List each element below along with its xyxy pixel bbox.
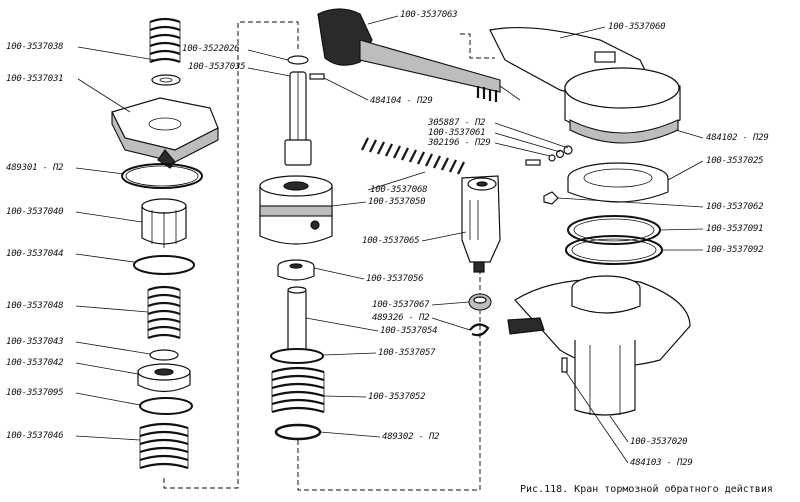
label-part-062: 100-3537062 bbox=[706, 202, 764, 212]
label-part-042: 100-3537042 bbox=[6, 358, 64, 368]
label-part-044: 100-3537044 bbox=[6, 249, 64, 259]
label-part-091: 100-3537091 bbox=[706, 224, 764, 234]
ring-044 bbox=[133, 255, 195, 275]
label-part-048: 100-3537048 bbox=[6, 301, 64, 311]
assembly-line-left bbox=[163, 21, 299, 489]
ring-489301 bbox=[121, 163, 203, 189]
pin-484103 bbox=[561, 357, 568, 373]
label-part-305887: 305887 - П2 bbox=[428, 118, 486, 128]
label-part-043: 100-3537043 bbox=[6, 337, 64, 347]
nut-056 bbox=[277, 259, 315, 281]
snap-ring-489302 bbox=[274, 423, 322, 441]
washer-043 bbox=[149, 349, 179, 361]
label-part-026: 100-3522026 bbox=[182, 44, 240, 54]
cage-040 bbox=[141, 198, 187, 248]
clip-489326 bbox=[469, 323, 490, 337]
label-part-046: 100-3537046 bbox=[6, 431, 64, 441]
label-part-302196: 302196 - П29 bbox=[428, 138, 491, 148]
ring-025 bbox=[567, 162, 669, 203]
label-part-054: 100-3537054 bbox=[380, 326, 438, 336]
label-part-095: 100-3537095 bbox=[6, 388, 64, 398]
assembly-line-right bbox=[460, 33, 495, 59]
label-part-056: 100-3537056 bbox=[366, 274, 424, 284]
label-part-489302: 489302 - П2 bbox=[382, 432, 440, 442]
screws-r2-r4 bbox=[525, 145, 573, 166]
figure-caption: Рис.118. Кран тормозной обратного действ… bbox=[520, 484, 773, 495]
spring-038 bbox=[149, 17, 181, 64]
spring-046 bbox=[139, 422, 189, 470]
label-part-067: 100-3537067 bbox=[372, 300, 430, 310]
label-part-040: 100-3537040 bbox=[6, 207, 64, 217]
label-part-484104: 484104 - П29 bbox=[370, 96, 433, 106]
label-part-484103: 484103 - П29 bbox=[630, 458, 693, 468]
label-part-052: 100-3537052 bbox=[368, 392, 426, 402]
nut-062 bbox=[543, 191, 559, 205]
assembly-line-bottom bbox=[297, 250, 481, 491]
spring-052 bbox=[271, 366, 325, 414]
housing-060 bbox=[489, 26, 681, 144]
washer-038 bbox=[151, 74, 181, 86]
ring-026 bbox=[287, 55, 309, 65]
label-part-065: 100-3537065 bbox=[362, 236, 420, 246]
label-part-489326: 489326 - П2 bbox=[372, 313, 430, 323]
label-part-092: 100-3537092 bbox=[706, 245, 764, 255]
label-part-020: 100-3537020 bbox=[630, 437, 688, 447]
bushing-067 bbox=[468, 293, 492, 311]
label-part-061: 100-3537061 bbox=[428, 128, 486, 138]
label-part-489301: 489301 - П2 bbox=[6, 163, 64, 173]
lever-063 bbox=[317, 8, 521, 102]
label-part-068: 100-3537068 bbox=[370, 185, 428, 195]
label-part-484102: 484102 - П29 bbox=[706, 133, 769, 143]
cup-042 bbox=[137, 363, 191, 393]
stem-054 bbox=[287, 286, 307, 351]
washer-057 bbox=[270, 348, 324, 364]
rod-035 bbox=[284, 71, 312, 166]
washer-095 bbox=[139, 397, 193, 415]
label-part-060: 100-3537060 bbox=[608, 22, 666, 32]
label-part-025: 100-3537025 bbox=[706, 156, 764, 166]
body-050 bbox=[259, 175, 333, 245]
label-part-038: 100-3537038 bbox=[6, 42, 64, 52]
pin-484104 bbox=[309, 73, 325, 80]
fork-065 bbox=[461, 175, 501, 273]
label-part-031: 100-3537031 bbox=[6, 74, 64, 84]
base-020 bbox=[507, 275, 691, 416]
label-part-050: 100-3537050 bbox=[368, 197, 426, 207]
ring-092 bbox=[565, 235, 663, 265]
label-part-035: 100-3537035 bbox=[188, 62, 246, 72]
plate-031 bbox=[111, 97, 219, 169]
leader-lines bbox=[75, 15, 704, 464]
spring-048 bbox=[147, 285, 181, 340]
label-part-057: 100-3537057 bbox=[378, 348, 436, 358]
spring-068 bbox=[361, 137, 465, 175]
label-part-063: 100-3537063 bbox=[400, 10, 458, 20]
